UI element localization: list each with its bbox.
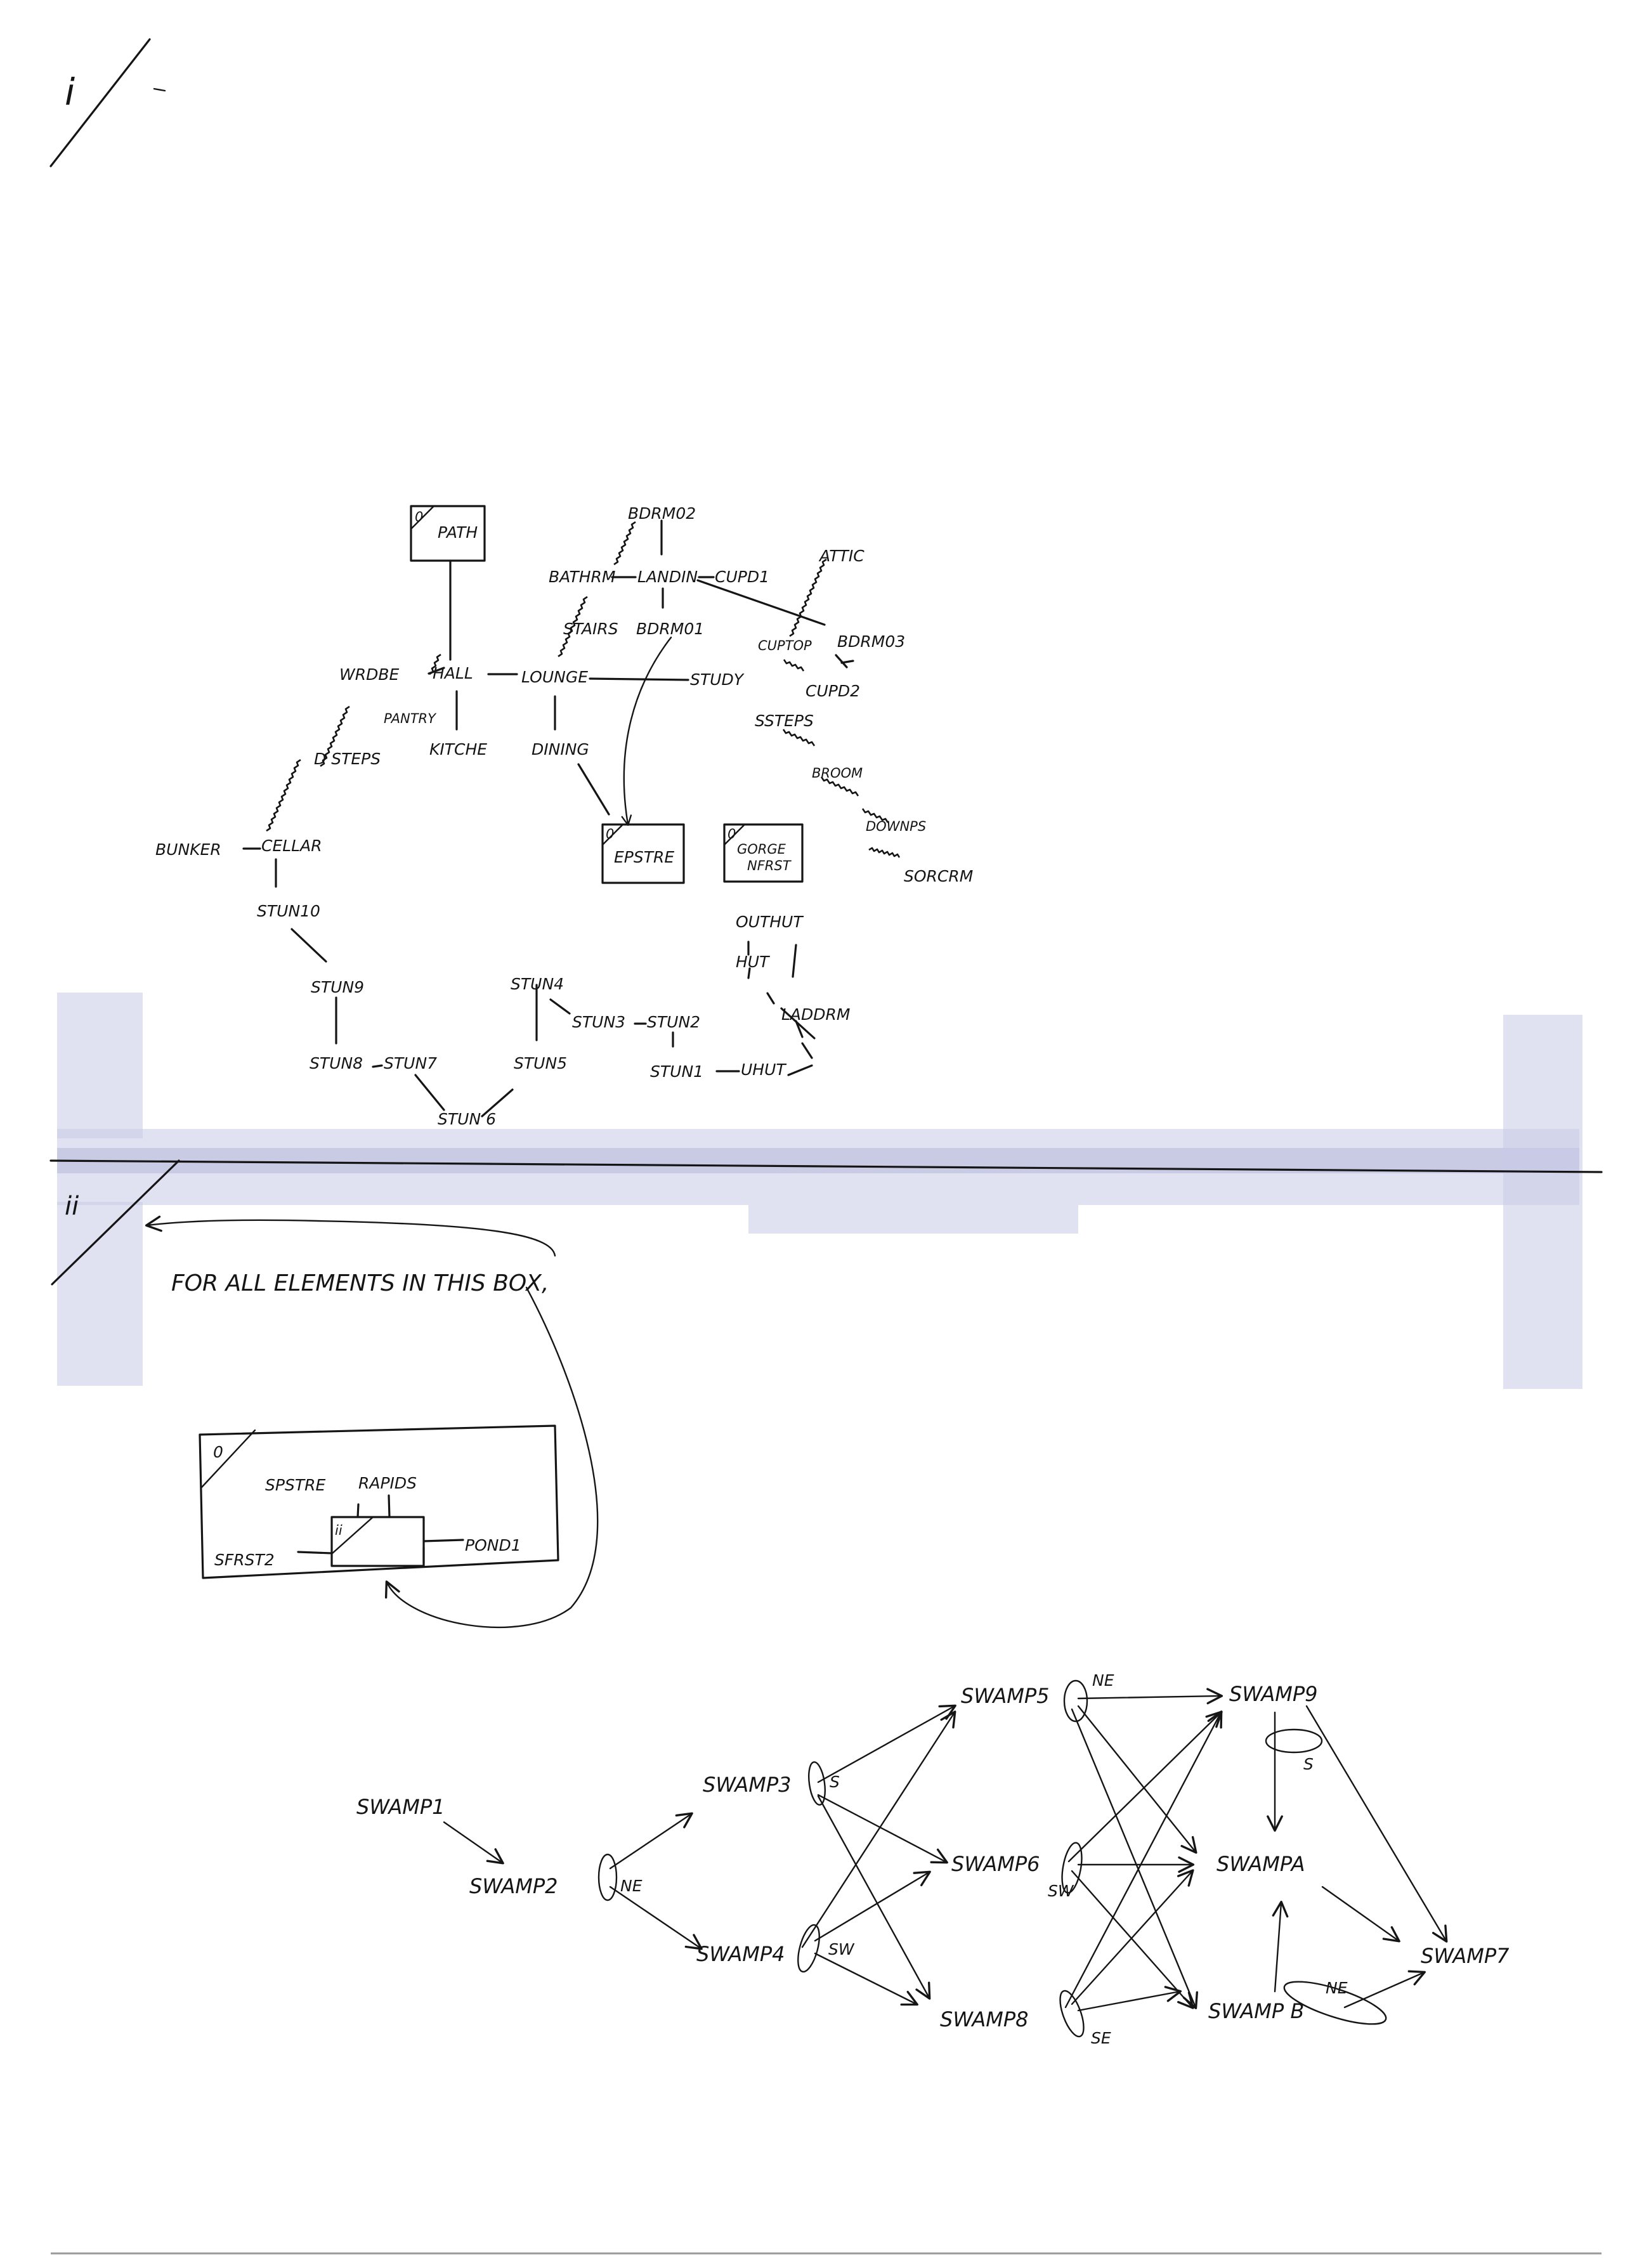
room-bunker: BUNKER — [155, 840, 221, 859]
room-ssteps: SSTEPS — [755, 712, 814, 730]
room-bdrm03: BDRM03 — [837, 632, 905, 651]
room-dining: DINING — [532, 740, 589, 759]
room-sorcrm: SORCRM — [904, 867, 973, 885]
dir-sw-swamp6: SW — [1048, 1882, 1074, 1900]
room-cellar: CELLAR — [261, 837, 322, 855]
node-swampa: SWAMPA — [1217, 1852, 1305, 1876]
node-swamp3: SWAMP3 — [703, 1773, 792, 1797]
nfrst-room: NFRST — [747, 858, 792, 873]
section-ii: FOR ALL ELEMENTS IN THIS BOX, 0 SPSTRE R… — [145, 1215, 599, 1629]
gorge-room: GORGE — [737, 842, 786, 857]
node-swamp2: SWAMP2 — [469, 1874, 558, 1898]
epstre-room: EPSTRE — [614, 848, 674, 866]
rapids-room: RAPIDS — [358, 1474, 417, 1492]
dir-ne-swampb: NE — [1326, 1979, 1348, 1997]
section-i-mark: i — [49, 38, 166, 167]
path-room: PATH — [438, 523, 478, 542]
node-swamp5: SWAMP5 — [961, 1684, 1050, 1708]
node-swampb: SWAMP B — [1208, 1999, 1304, 2023]
node-swamp7: SWAMP7 — [1421, 1944, 1510, 1968]
node-swamp8: SWAMP8 — [940, 2007, 1029, 2031]
inner-box-corner: 0 — [213, 1443, 223, 1461]
room-stun7: STUN7 — [384, 1054, 437, 1072]
room-bdrm01: BDRM01 — [636, 620, 704, 638]
room-outhut: OUTHUT — [736, 913, 804, 931]
inner-box: 0 SPSTRE RAPIDS SFRST2 POND1 ii — [199, 1424, 559, 1579]
section-ii-label: ii — [65, 1192, 79, 1221]
room-hall: HALL — [433, 664, 473, 682]
spstre-room: SPSTRE — [265, 1476, 325, 1494]
room-dsteps: D STEPS — [314, 750, 381, 768]
room-stun5: STUN5 — [514, 1054, 567, 1072]
section-ii-pointer-arrow — [145, 1215, 556, 1257]
inner-mark: ii — [335, 1523, 342, 1538]
dir-s-swamp3: S — [830, 1773, 840, 1791]
swamp-direction-loops — [597, 1679, 1387, 2038]
room-stun4: STUN4 — [511, 975, 564, 993]
gorge-box: 0 GORGE NFRST — [723, 823, 804, 883]
room-cupd2: CUPD2 — [806, 682, 860, 700]
epstre-box: 0 EPSTRE — [601, 823, 685, 884]
swamp-graph: SWAMP1 SWAMP2 SWAMP3 SWAMP4 SWAMP5 SWAMP… — [356, 1671, 1510, 2047]
room-connections — [242, 519, 854, 1118]
dir-se-swamp8: SE — [1091, 2029, 1111, 2047]
room-stun1: STUN1 — [650, 1062, 703, 1081]
epstre-box-corner: 0 — [606, 826, 614, 842]
scan-artifact-band — [57, 993, 1582, 1389]
dir-s-swamp9: S — [1303, 1755, 1314, 1773]
room-wrdbe: WRDBE — [339, 665, 399, 684]
room-stun2: STUN2 — [647, 1013, 700, 1031]
room-broom: BROOM — [812, 766, 863, 781]
dir-sw-swamp4: SW — [828, 1940, 855, 1958]
room-laddrm: LADDRM — [781, 1005, 850, 1024]
stair-connections — [266, 521, 901, 858]
node-swamp6: SWAMP6 — [951, 1852, 1040, 1876]
dir-ne-swamp2: NE — [620, 1877, 643, 1895]
house-map: 0 PATH — [155, 504, 973, 1128]
node-swamp9: SWAMP9 — [1229, 1682, 1318, 1706]
room-cupd1: CUPD1 — [715, 568, 769, 586]
room-attic: ATTIC — [818, 547, 864, 565]
room-stun6: STUN 6 — [438, 1110, 496, 1128]
sfrst2-room: SFRST2 — [214, 1551, 275, 1569]
swamp-edges — [443, 1688, 1448, 2012]
box-note: FOR ALL ELEMENTS IN THIS BOX, — [171, 1270, 549, 1296]
room-bathrm: BATHRM — [549, 568, 615, 586]
pond1-room: POND1 — [465, 1536, 521, 1554]
room-bdrm02: BDRM02 — [628, 504, 696, 523]
room-stun8: STUN8 — [310, 1054, 363, 1072]
node-swamp4: SWAMP4 — [696, 1942, 785, 1966]
room-stun9: STUN9 — [311, 978, 364, 996]
path-start-box: 0 PATH — [410, 505, 486, 562]
room-stun3: STUN3 — [572, 1013, 625, 1031]
dir-ne-swamp5: NE — [1092, 1671, 1114, 1690]
room-hut: HUT — [736, 953, 770, 971]
room-downps: DOWNPS — [866, 819, 926, 834]
room-kitchen: KITCHE — [429, 740, 487, 759]
bdrm01-to-epstre-arrow — [621, 636, 672, 826]
room-uhut: UHUT — [741, 1060, 786, 1079]
room-lounge: LOUNGE — [521, 668, 588, 686]
room-pantry: PANTRY — [384, 711, 437, 726]
room-landin: LANDIN — [637, 568, 698, 586]
loop-arrow — [385, 1286, 599, 1629]
node-swamp1: SWAMP1 — [356, 1795, 445, 1819]
room-study: STUDY — [690, 670, 745, 689]
path-box-corner: 0 — [415, 509, 423, 525]
room-cuptop: CUPTOP — [758, 638, 812, 653]
section-divider — [49, 1159, 1603, 1173]
section-i-label: i — [65, 70, 75, 114]
gorge-box-corner: 0 — [727, 826, 736, 842]
room-stairs: STAIRS — [563, 620, 618, 638]
room-stun10: STUN10 — [257, 902, 320, 920]
section-ii-mark: ii — [51, 1159, 180, 1286]
